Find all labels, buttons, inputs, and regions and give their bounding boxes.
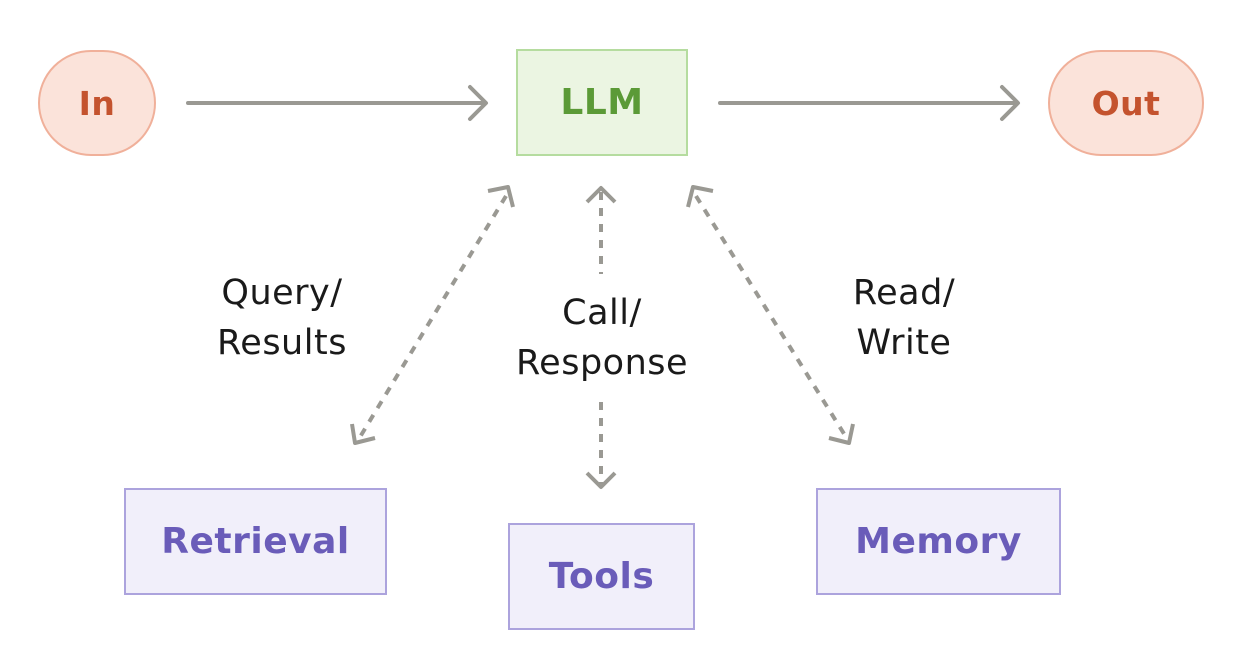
llm-node-label: LLM — [560, 82, 644, 123]
llm-to-out-arrowhead — [1000, 85, 1020, 121]
memory-llm-top-arrowhead — [686, 185, 714, 208]
tools-node: Tools — [508, 523, 695, 630]
retrieval-llm-top-arrowhead — [487, 185, 515, 208]
query-results-label-line2: Results — [217, 323, 347, 363]
read-write-label-line1: Read/ — [852, 273, 956, 313]
memory-node-label: Memory — [855, 521, 1022, 562]
call-response-label: Call/ Response — [482, 288, 722, 388]
tools-node-label: Tools — [548, 556, 655, 597]
retrieval-node-label: Retrieval — [161, 521, 350, 562]
read-write-label-line2: Write — [856, 323, 952, 363]
read-write-label: Read/ Write — [804, 268, 1004, 368]
input-node: In — [38, 50, 156, 156]
in-to-llm-arrowhead — [468, 85, 488, 121]
query-results-label: Query/ Results — [182, 268, 382, 368]
call-response-label-line2: Response — [515, 343, 689, 383]
retrieval-node: Retrieval — [124, 488, 387, 595]
memory-node: Memory — [816, 488, 1061, 595]
tools-llm-bottom-arrowhead — [585, 471, 617, 489]
tools-llm-top-arrowhead — [585, 186, 617, 204]
call-response-label-line1: Call/ — [562, 293, 642, 333]
output-node-label: Out — [1091, 83, 1161, 123]
memory-llm-bottom-arrowhead — [828, 423, 855, 445]
retrieval-llm-bottom-arrowhead — [350, 423, 376, 445]
llm-node: LLM — [516, 49, 688, 156]
output-node: Out — [1048, 50, 1204, 156]
query-results-label-line1: Query/ — [221, 273, 343, 313]
input-node-label: In — [78, 83, 116, 123]
